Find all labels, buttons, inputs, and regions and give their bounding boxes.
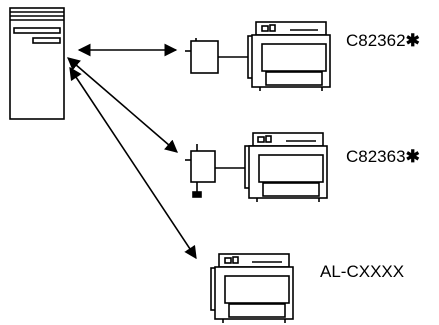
arrow-to-printer-3 [70, 68, 196, 258]
interface-adapter-icon [185, 144, 245, 197]
model-text: C82362 [346, 31, 406, 50]
interface-adapter-icon [185, 38, 248, 73]
model-text: AL-CXXXX [320, 262, 404, 281]
printer-1-group [185, 22, 330, 91]
printer-icon [211, 254, 293, 323]
asterisk-mark: ✱ [406, 31, 420, 50]
model-text: C82363 [346, 147, 406, 166]
connection-arrows [68, 50, 196, 258]
printer-model-label-3: AL-CXXXX [320, 263, 404, 280]
printer-icon [248, 22, 330, 91]
printer-2-group [185, 133, 327, 202]
computer-tower-icon [10, 8, 64, 119]
printer-model-label-1: C82362✱ [346, 32, 420, 49]
printer-icon [245, 133, 327, 202]
printer-3-group [211, 254, 293, 323]
printer-model-label-2: C82363✱ [346, 148, 420, 165]
asterisk-mark: ✱ [406, 147, 420, 166]
arrow-to-printer-2 [68, 58, 177, 152]
